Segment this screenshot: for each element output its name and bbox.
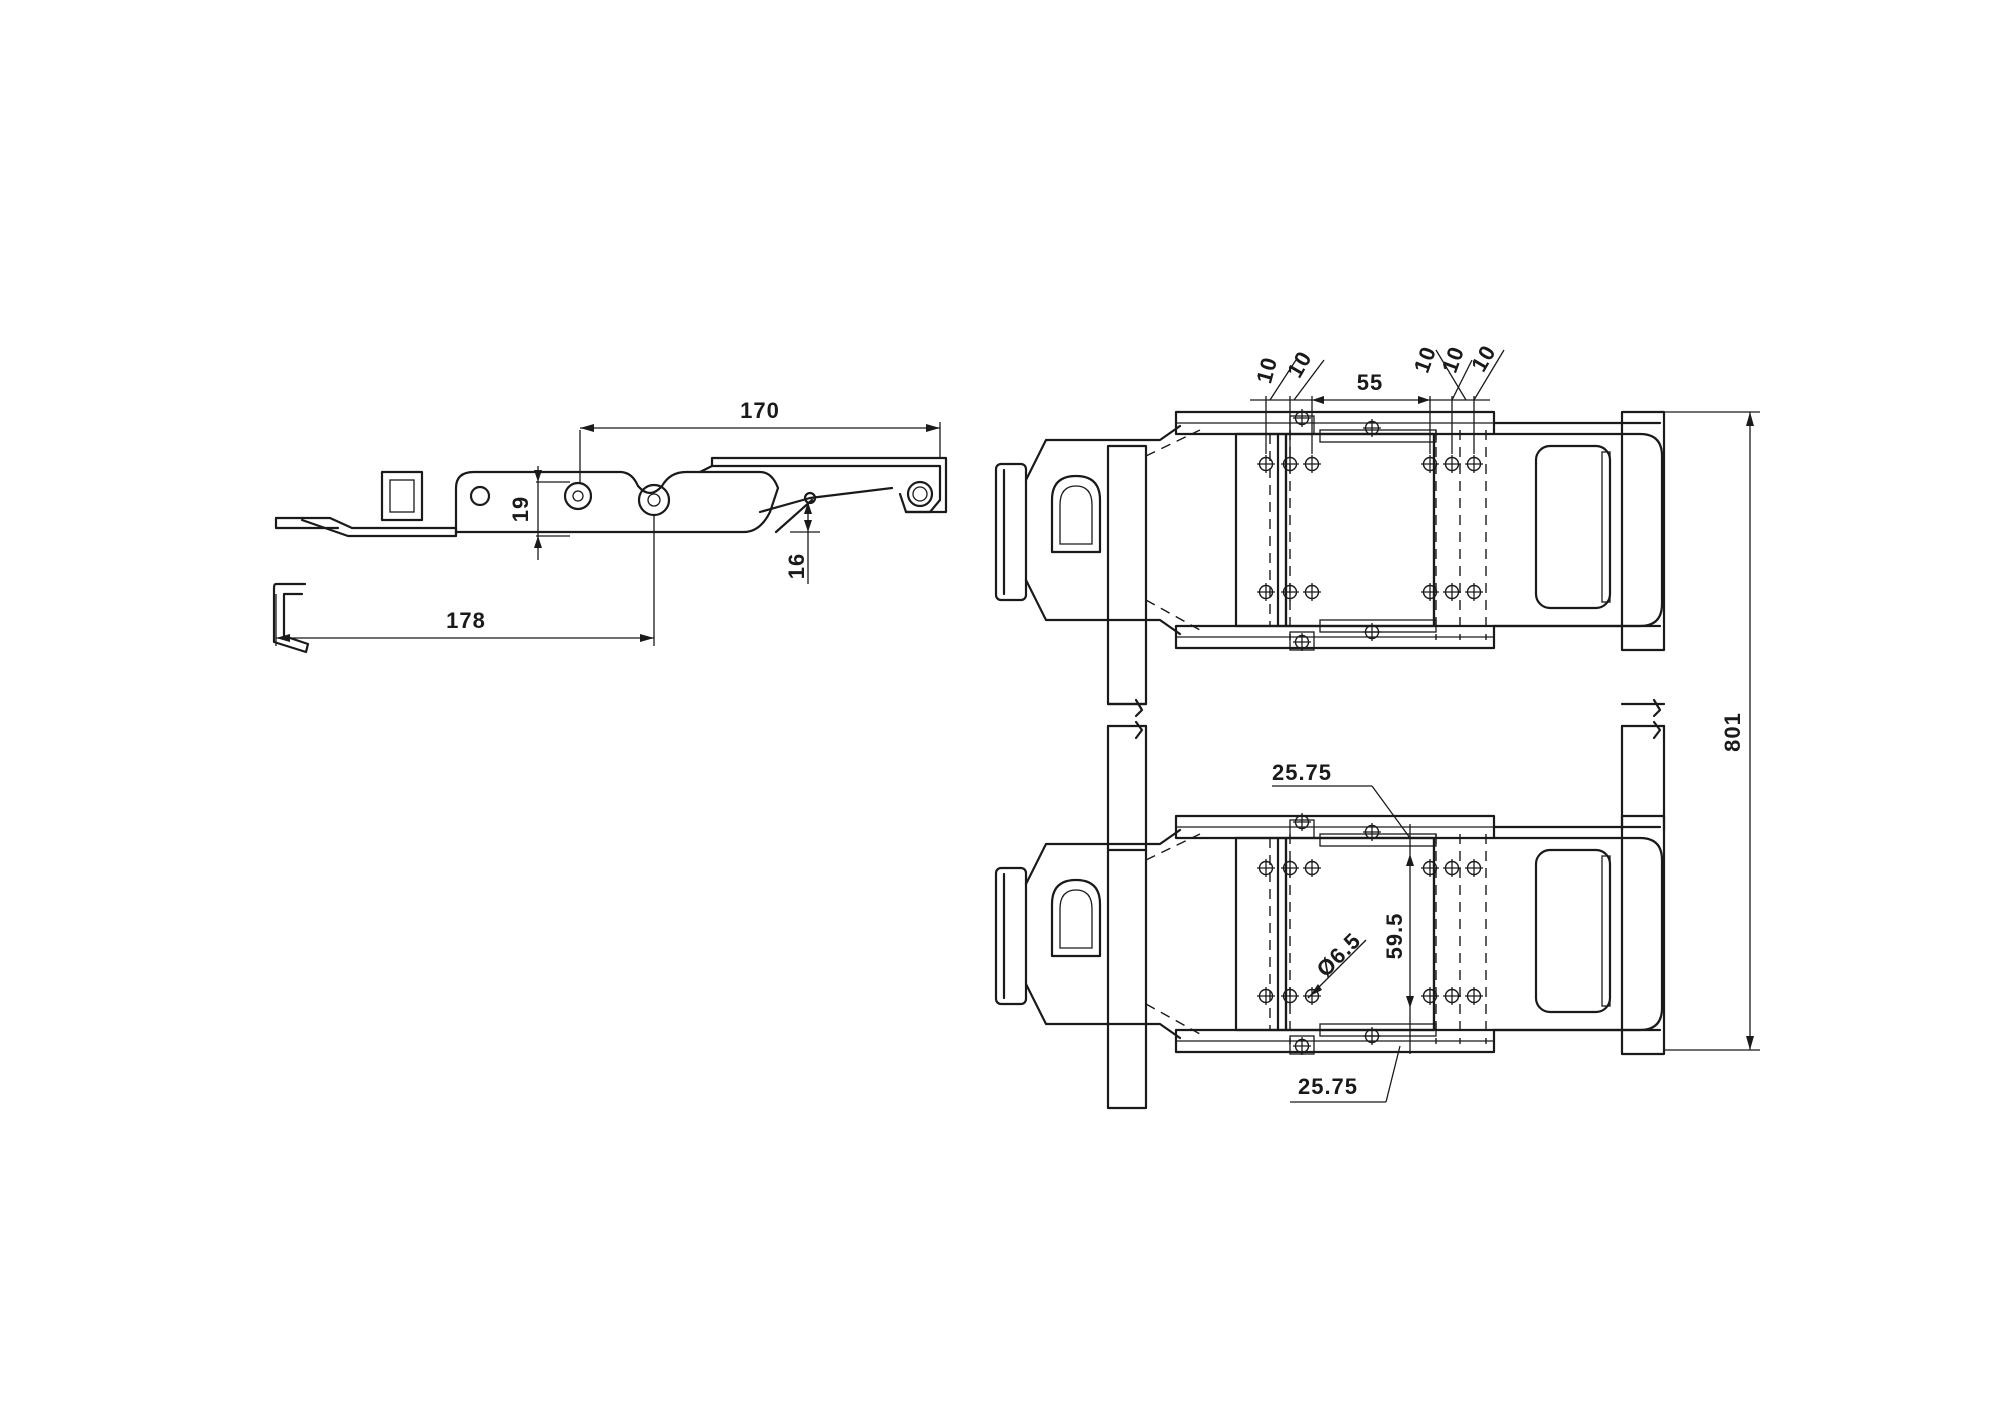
dim-hole-diameter: Ø6.5 <box>1312 928 1366 982</box>
dim-inner-width: 59.5 <box>1382 913 1407 960</box>
dim-side-top: 170 <box>740 398 780 423</box>
dim-side-bottom: 178 <box>446 608 486 633</box>
dim-pitch-c: 10 <box>1409 343 1442 376</box>
dim-spacing: 55 <box>1357 370 1383 395</box>
top-view: 801 10 10 55 10 10 10 25.75 59.5 Ø6 <box>996 341 1760 1108</box>
dim-overall-length: 801 <box>1720 712 1745 752</box>
dim-width-lower: 25.75 <box>1298 1074 1358 1099</box>
dim-side-19: 19 <box>508 496 533 522</box>
dim-pitch-a: 10 <box>1251 354 1282 386</box>
dim-width-upper: 25.75 <box>1272 760 1332 785</box>
dim-side-16: 16 <box>784 553 809 579</box>
chain-link-upper <box>996 409 1664 704</box>
dim-pitch-e: 10 <box>1466 341 1501 376</box>
side-view: 170 178 19 16 <box>272 398 948 654</box>
dim-pitch-d: 10 <box>1437 343 1470 376</box>
